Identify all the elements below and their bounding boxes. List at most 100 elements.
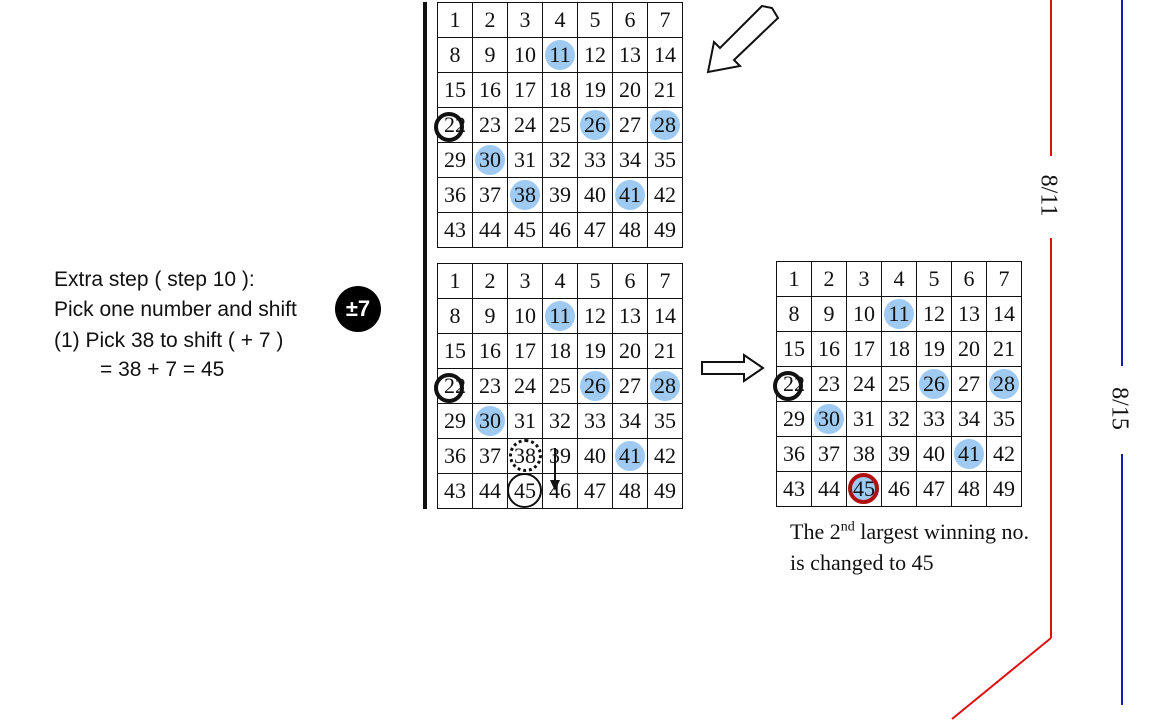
grid-cell: 7: [987, 262, 1022, 297]
grid-cell-number: 24: [853, 371, 875, 396]
grid-cell: 26: [578, 108, 613, 143]
grid-cell: 8: [438, 299, 473, 334]
grid-cell: 32: [543, 404, 578, 439]
grid-cell-number: 2: [484, 268, 496, 293]
grid-cell: 36: [438, 439, 473, 474]
grid-cell-number: 32: [549, 147, 571, 172]
grid-cell: 30: [812, 402, 847, 437]
grid-cell-number: 18: [549, 77, 571, 102]
grid-cell-number: 10: [514, 42, 536, 67]
grid-cell-number: 42: [654, 443, 676, 468]
grid-cell-number: 16: [479, 338, 501, 363]
grid-cell-number: 24: [514, 112, 536, 137]
grid-cell-number: 26: [584, 112, 606, 137]
grid-cell: 23: [473, 369, 508, 404]
grid-cell: 3: [508, 264, 543, 299]
grid-cell-number: 3: [519, 268, 531, 293]
grid-cell-number: 26: [584, 373, 606, 398]
grid-cell: 43: [438, 474, 473, 509]
grid-cell: 38: [508, 178, 543, 213]
grid-cell: 49: [648, 213, 683, 248]
grid-cell-number: 44: [479, 478, 501, 503]
grid-cell-number: 34: [958, 406, 980, 431]
grid-cell-number: 37: [479, 182, 501, 207]
grid-cell-number: 14: [654, 303, 676, 328]
grid-cell: 35: [648, 143, 683, 178]
grid-cell-number: 20: [958, 336, 980, 361]
grid-cell-number: 4: [554, 7, 566, 32]
grid-cell-number: 6: [624, 7, 636, 32]
grid-cell: 37: [473, 178, 508, 213]
grid-cell-number: 40: [584, 182, 606, 207]
grid-cell: 34: [952, 402, 987, 437]
right-arrow-icon: [701, 353, 765, 383]
grid-cell-number: 9: [823, 301, 835, 326]
grid-cell: 45: [847, 472, 882, 507]
grid-cell-number: 5: [589, 7, 601, 32]
grid-cell: 1: [438, 264, 473, 299]
grid-cell: 12: [578, 299, 613, 334]
grid-cell-number: 1: [449, 268, 461, 293]
grid-cell: 23: [812, 367, 847, 402]
grid-cell-number: 30: [818, 406, 840, 431]
grid-cell-number: 8: [449, 42, 461, 67]
grid-cell: 11: [543, 299, 578, 334]
grid-cell: 10: [847, 297, 882, 332]
grid-cell: 5: [578, 264, 613, 299]
grid-cell-number: 15: [783, 336, 805, 361]
grid-cell-number: 11: [549, 303, 571, 328]
grid-cell: 15: [777, 332, 812, 367]
grid-cell-number: 11: [549, 42, 571, 67]
grid-cell-number: 18: [549, 338, 571, 363]
grid-cell: 22: [773, 367, 812, 402]
grid-cell-number: 42: [654, 182, 676, 207]
grid-cell: 36: [777, 437, 812, 472]
grid-cell: 5: [917, 262, 952, 297]
grid-cell: 47: [917, 472, 952, 507]
grid-cell: 3: [847, 262, 882, 297]
grid-cell-number: 29: [444, 408, 466, 433]
grid-cell: 15: [438, 334, 473, 369]
grid-cell: 33: [578, 404, 613, 439]
grid-cell-number: 35: [654, 408, 676, 433]
grid-cell-number: 30: [479, 408, 501, 433]
grid-cell: 8: [438, 38, 473, 73]
grid-cell-number: 9: [484, 303, 496, 328]
grid-cell: 23: [473, 108, 508, 143]
grid-cell-number: 41: [619, 182, 641, 207]
grid-cell-number: 7: [659, 7, 671, 32]
grid-cell: 42: [648, 439, 683, 474]
grid-cell: 26: [917, 367, 952, 402]
grid-cell-number: 1: [449, 7, 461, 32]
grid-cell: 37: [473, 439, 508, 474]
grid-cell-number: 13: [619, 303, 641, 328]
grid-cell-number: 14: [993, 301, 1015, 326]
grid-cell-number: 23: [479, 373, 501, 398]
grid-cell-number: 40: [584, 443, 606, 468]
grid-cell-number: 21: [654, 77, 676, 102]
grid-cell-number: 47: [923, 476, 945, 501]
grid-cell: 29: [438, 404, 473, 439]
grid-cell-number: 6: [963, 266, 975, 291]
grid-cell: 48: [613, 213, 648, 248]
grid-cell-number: 29: [444, 147, 466, 172]
grid-cell: 29: [438, 143, 473, 178]
grid-cell: 9: [473, 299, 508, 334]
grid-cell: 35: [648, 404, 683, 439]
grid-cell: 32: [882, 402, 917, 437]
grid-cell-number: 12: [584, 42, 606, 67]
grid-cell: 38: [508, 439, 543, 474]
grid-cell-number: 7: [998, 266, 1010, 291]
grid-cell: 14: [648, 299, 683, 334]
grid-cell: 25: [543, 369, 578, 404]
grid-cell-number: 24: [514, 373, 536, 398]
grid-cell-number: 39: [549, 443, 571, 468]
grid-cell-number: 48: [619, 217, 641, 242]
grid-cell: 2: [473, 264, 508, 299]
grid-cell-number: 43: [444, 217, 466, 242]
grid-cell-number: 34: [619, 408, 641, 433]
grid-cell: 7: [648, 264, 683, 299]
grid-cell-number: 11: [888, 301, 910, 326]
